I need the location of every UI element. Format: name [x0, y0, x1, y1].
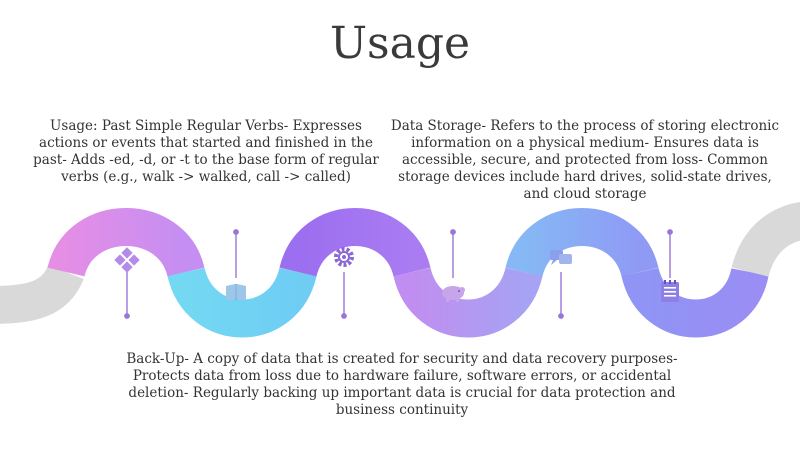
- puzzle-icon: [114, 247, 140, 273]
- book-icon: [226, 284, 246, 300]
- notepad-icon: [661, 280, 679, 302]
- text-block-past-simple: Usage: Past Simple Regular Verbs- Expres…: [33, 118, 379, 185]
- text-block-data-storage: Data Storage- Refers to the process of s…: [390, 118, 780, 202]
- slide-title: Usage: [329, 18, 471, 69]
- text-block-back-up: Back-Up- A copy of data that is created …: [126, 351, 678, 418]
- wave-segment-violet: [279, 208, 431, 278]
- piggy-bank-icon: [442, 286, 465, 302]
- chat-icon: [550, 250, 572, 265]
- wave-segment-blue: [505, 208, 659, 278]
- wave-segment-gray-right: [731, 202, 800, 278]
- wave-segment-indigo: [621, 266, 769, 338]
- wave-segment-lavender: [393, 266, 543, 338]
- wave-segment-pink: [47, 208, 205, 278]
- wave-segment-gray-left: [0, 263, 84, 324]
- gear-icon: [334, 247, 354, 267]
- wave-segment-cyan: [167, 266, 317, 338]
